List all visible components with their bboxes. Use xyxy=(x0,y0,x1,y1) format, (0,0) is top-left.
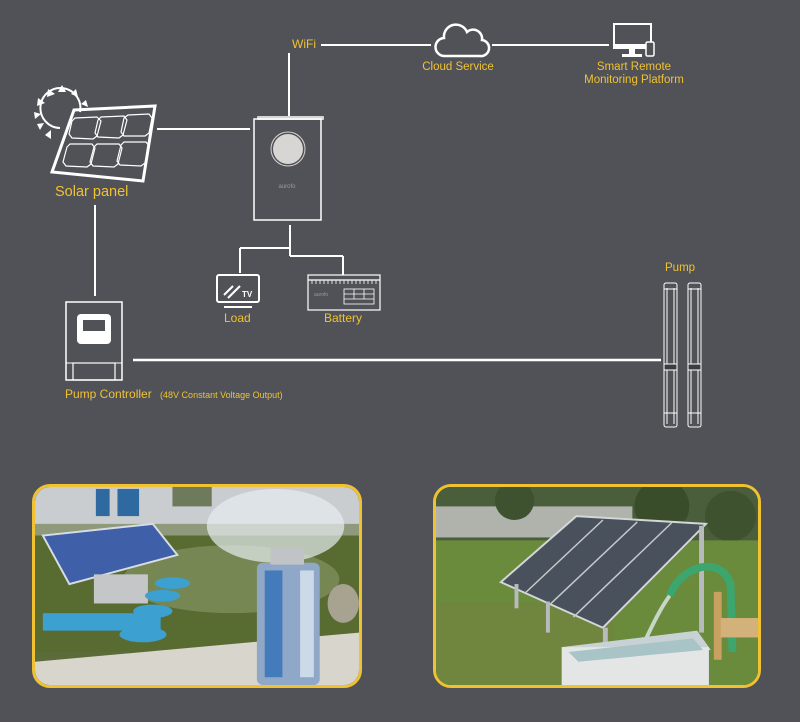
solar-panel-label: Solar panel xyxy=(55,184,129,200)
system-diagram: aurofo TV xyxy=(34,23,702,428)
pump-controller-note: (48V Constant Voltage Output) xyxy=(160,390,283,400)
svg-text:aurofo: aurofo xyxy=(278,184,296,190)
monitoring-platform-label-line1: Smart Remote xyxy=(596,61,672,73)
pump-label: Pump xyxy=(665,262,696,274)
monitoring-platform-label-line2: Monitoring Platform xyxy=(584,74,684,87)
cloud-service-label: Cloud Service xyxy=(422,61,494,73)
battery-icon: aurofo xyxy=(307,274,381,311)
solar-water-tank-photo xyxy=(433,484,761,688)
monitor-phone-icon xyxy=(613,23,655,57)
monitoring-platform-label: Smart Remote Monitoring Platform xyxy=(570,61,698,87)
sun-icon xyxy=(34,85,88,139)
submersible-pump-icon xyxy=(663,282,702,428)
solar-panel-icon xyxy=(49,104,157,183)
tv-icon: TV xyxy=(216,274,260,308)
pond-aerator-photo xyxy=(32,484,362,688)
pump-controller-title: Pump Controller xyxy=(65,387,152,401)
svg-text:aurofo: aurofo xyxy=(314,292,328,298)
connection-lines xyxy=(94,44,661,362)
svg-text:TV: TV xyxy=(242,290,253,299)
inverter-icon: aurofo xyxy=(253,116,324,221)
wifi-label: WiFi xyxy=(292,37,316,51)
cloud-icon xyxy=(434,23,491,58)
pump-controller-icon xyxy=(65,301,123,381)
battery-label: Battery xyxy=(324,311,363,325)
load-label: Load xyxy=(224,311,251,325)
pump-controller-label: Pump Controller (48V Constant Voltage Ou… xyxy=(65,387,283,402)
